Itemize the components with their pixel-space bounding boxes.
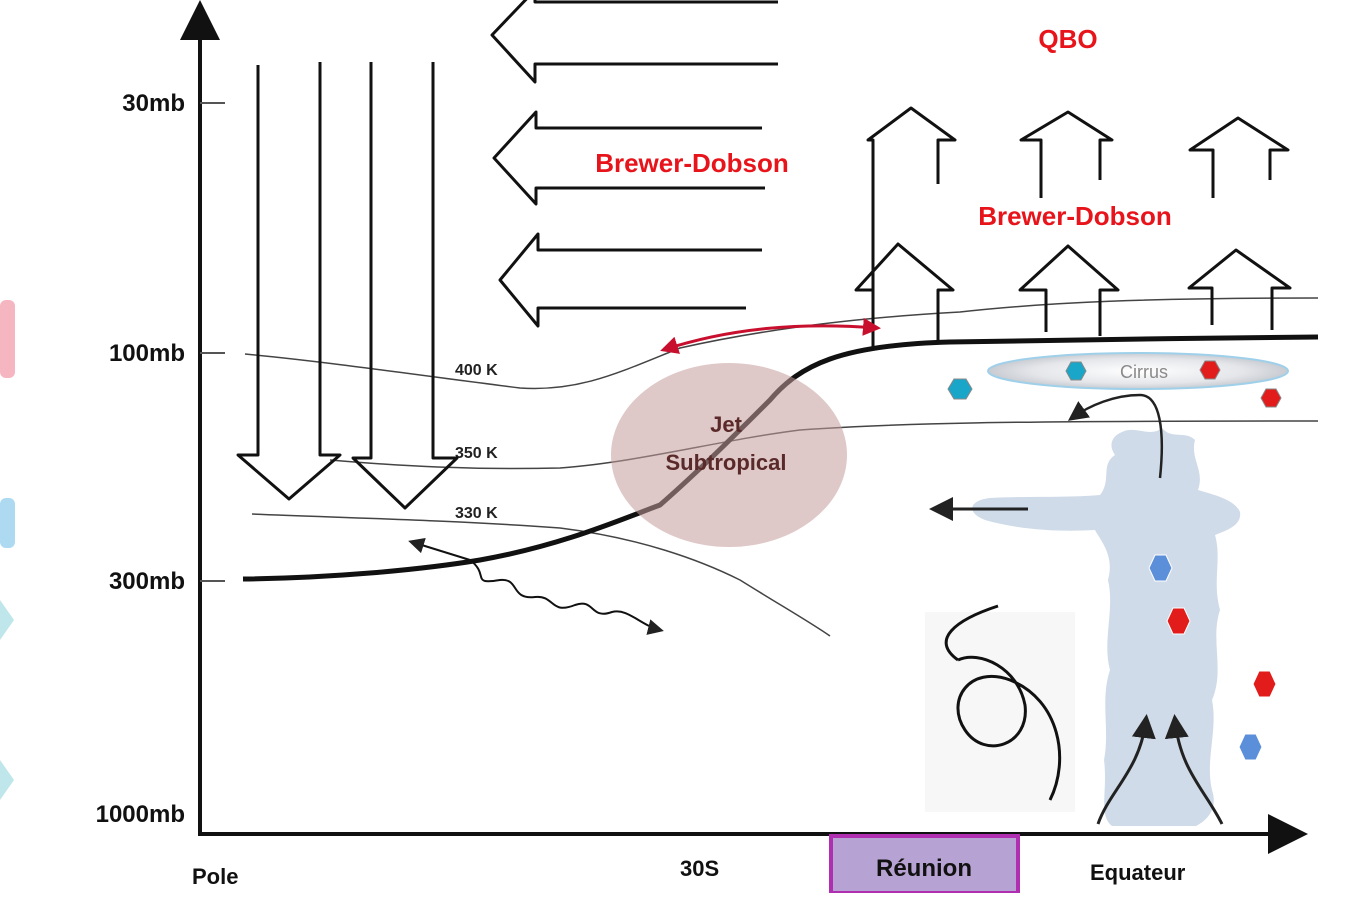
label-330k: 330 K [455, 505, 498, 522]
upward-arrows [854, 106, 1292, 350]
wavy-exchange-arrow [408, 537, 664, 635]
particle-cyan-2 [1065, 361, 1087, 381]
up-arrow-bottom-2 [1018, 244, 1120, 336]
particle-blue-2 [1238, 733, 1263, 761]
descending-arrows [236, 62, 459, 510]
xlabel-30s: 30S [680, 856, 719, 881]
label-400k: 400 K [455, 362, 498, 379]
up-arrow-top-1 [866, 106, 957, 350]
cirrus-label: Cirrus [1120, 362, 1168, 382]
left-edge-fragments [0, 300, 15, 800]
axes [180, 0, 1308, 854]
poleward-arrows [490, 0, 778, 328]
brewer-dobson-right-label: Brewer-Dobson [978, 201, 1172, 231]
updraft-arrows [1096, 714, 1224, 825]
cyclone-symbol [944, 604, 1062, 801]
label-350k: 350 K [455, 445, 498, 462]
up-arrow-bottom-3 [1187, 248, 1292, 330]
qbo-label: QBO [1038, 24, 1097, 54]
cyclone-background [925, 612, 1075, 812]
ylabel-300mb: 300mb [109, 568, 185, 595]
particles [947, 360, 1282, 761]
jet-label-line2: Subtropical [665, 450, 786, 475]
xlabel-reunion: Réunion [876, 855, 972, 882]
xlabel-equateur: Equateur [1090, 860, 1186, 885]
jet-subtropical: Jet Subtropical [611, 363, 847, 547]
overshoot-arrow [1067, 393, 1164, 479]
down-arrow-1 [236, 62, 342, 501]
left-arrow-3 [498, 232, 762, 328]
ylabel-1000mb: 1000mb [96, 801, 185, 828]
ylabel-100mb: 100mb [109, 340, 185, 367]
left-arrow-2 [492, 110, 765, 206]
left-arrow-1 [490, 0, 778, 84]
ylabel-30mb: 30mb [122, 90, 185, 117]
cirrus-cloud: Cirrus [987, 352, 1289, 390]
up-arrow-top-3 [1188, 116, 1290, 198]
particle-red-3 [1199, 360, 1221, 380]
particle-blue-1 [1148, 554, 1173, 582]
isentrope-330k [251, 513, 831, 637]
up-arrow-bottom-1 [854, 242, 955, 340]
up-arrow-top-2 [1019, 110, 1114, 198]
jet-label-line1: Jet [710, 412, 742, 437]
reunion-box: Réunion [829, 834, 1020, 895]
down-arrow-2 [351, 62, 459, 510]
particle-red-2 [1252, 670, 1277, 698]
xlabel-pole: Pole [192, 864, 238, 889]
brewer-dobson-left-label: Brewer-Dobson [595, 148, 789, 178]
isentropic-exchange-arrow [660, 317, 881, 354]
particle-cyan-1 [947, 378, 973, 400]
particle-red-1 [1166, 607, 1191, 635]
particle-red-4 [1260, 388, 1282, 408]
